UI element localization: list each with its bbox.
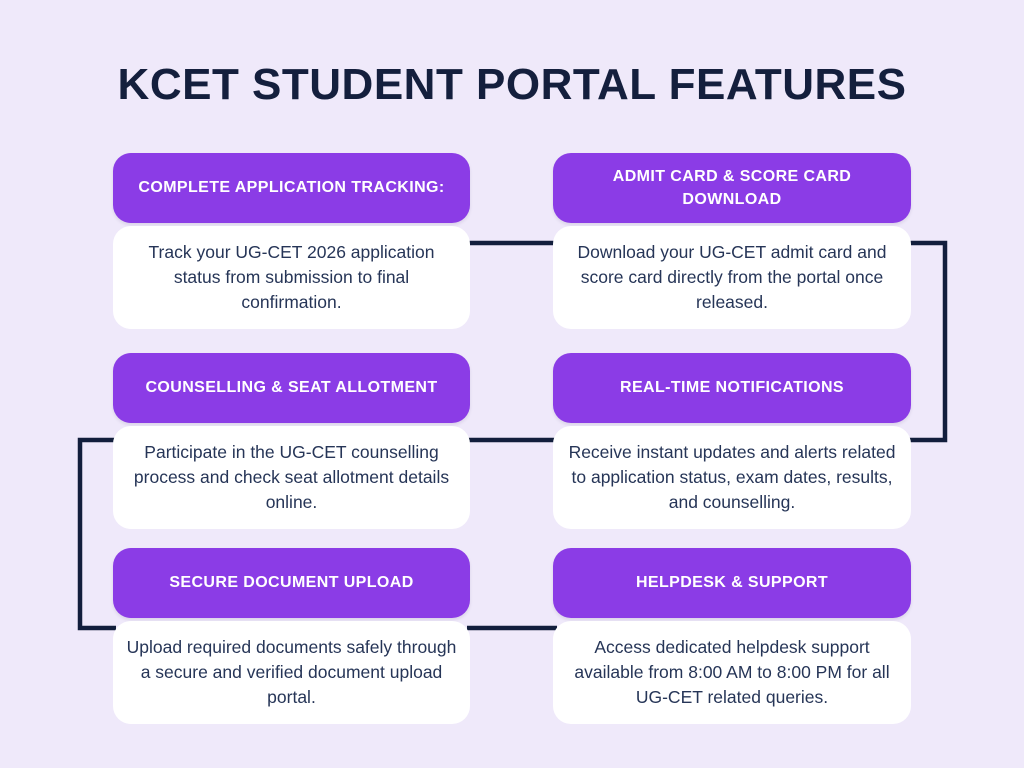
card-description: Track your UG-CET 2026 application statu… <box>148 242 435 312</box>
card-body: Participate in the UG-CET counselling pr… <box>113 426 470 529</box>
card-title: COUNSELLING & SEAT ALLOTMENT <box>145 379 438 397</box>
card-header: ADMIT CARD & SCORE CARD DOWNLOAD <box>553 153 911 223</box>
card-description: Upload required documents safely through… <box>126 637 457 707</box>
card-description: Download your UG-CET admit card and scor… <box>577 242 887 312</box>
feature-card-admit-card-score-card-download: ADMIT CARD & SCORE CARD DOWNLOAD Downloa… <box>553 153 911 329</box>
card-header: COUNSELLING & SEAT ALLOTMENT <box>113 353 470 423</box>
card-title: HELPDESK & SUPPORT <box>635 574 829 592</box>
card-body: Upload required documents safely through… <box>113 621 470 724</box>
card-header: COMPLETE APPLICATION TRACKING: <box>113 153 470 223</box>
card-body: Receive instant updates and alerts relat… <box>553 426 911 529</box>
card-body: Download your UG-CET admit card and scor… <box>553 226 911 329</box>
card-description: Participate in the UG-CET counselling pr… <box>133 442 450 512</box>
feature-card-real-time-notifications: REAL-TIME NOTIFICATIONS Receive instant … <box>553 353 911 529</box>
card-body: Access dedicated helpdesk support availa… <box>553 621 911 724</box>
connector-right-bracket <box>908 240 948 443</box>
card-description: Access dedicated helpdesk support availa… <box>574 637 890 707</box>
card-description: Receive instant updates and alerts relat… <box>568 442 896 512</box>
card-header: HELPDESK & SUPPORT <box>553 548 911 618</box>
feature-card-secure-document-upload: SECURE DOCUMENT UPLOAD Upload required d… <box>113 548 470 724</box>
feature-card-counselling-seat-allotment: COUNSELLING & SEAT ALLOTMENT Participate… <box>113 353 470 529</box>
card-title: COMPLETE APPLICATION TRACKING: <box>138 179 445 197</box>
feature-card-helpdesk-support: HELPDESK & SUPPORT Access dedicated help… <box>553 548 911 724</box>
connector-left-bracket <box>77 437 116 631</box>
card-title: REAL-TIME NOTIFICATIONS <box>620 379 844 397</box>
card-body: Track your UG-CET 2026 application statu… <box>113 226 470 329</box>
feature-card-complete-application-tracking: COMPLETE APPLICATION TRACKING: Track you… <box>113 153 470 329</box>
card-header: REAL-TIME NOTIFICATIONS <box>553 353 911 423</box>
card-header: SECURE DOCUMENT UPLOAD <box>113 548 470 618</box>
card-title: SECURE DOCUMENT UPLOAD <box>169 574 414 592</box>
page-title: KCET STUDENT PORTAL FEATURES <box>117 60 907 109</box>
card-title: ADMIT CARD & SCORE CARD DOWNLOAD <box>612 167 852 208</box>
